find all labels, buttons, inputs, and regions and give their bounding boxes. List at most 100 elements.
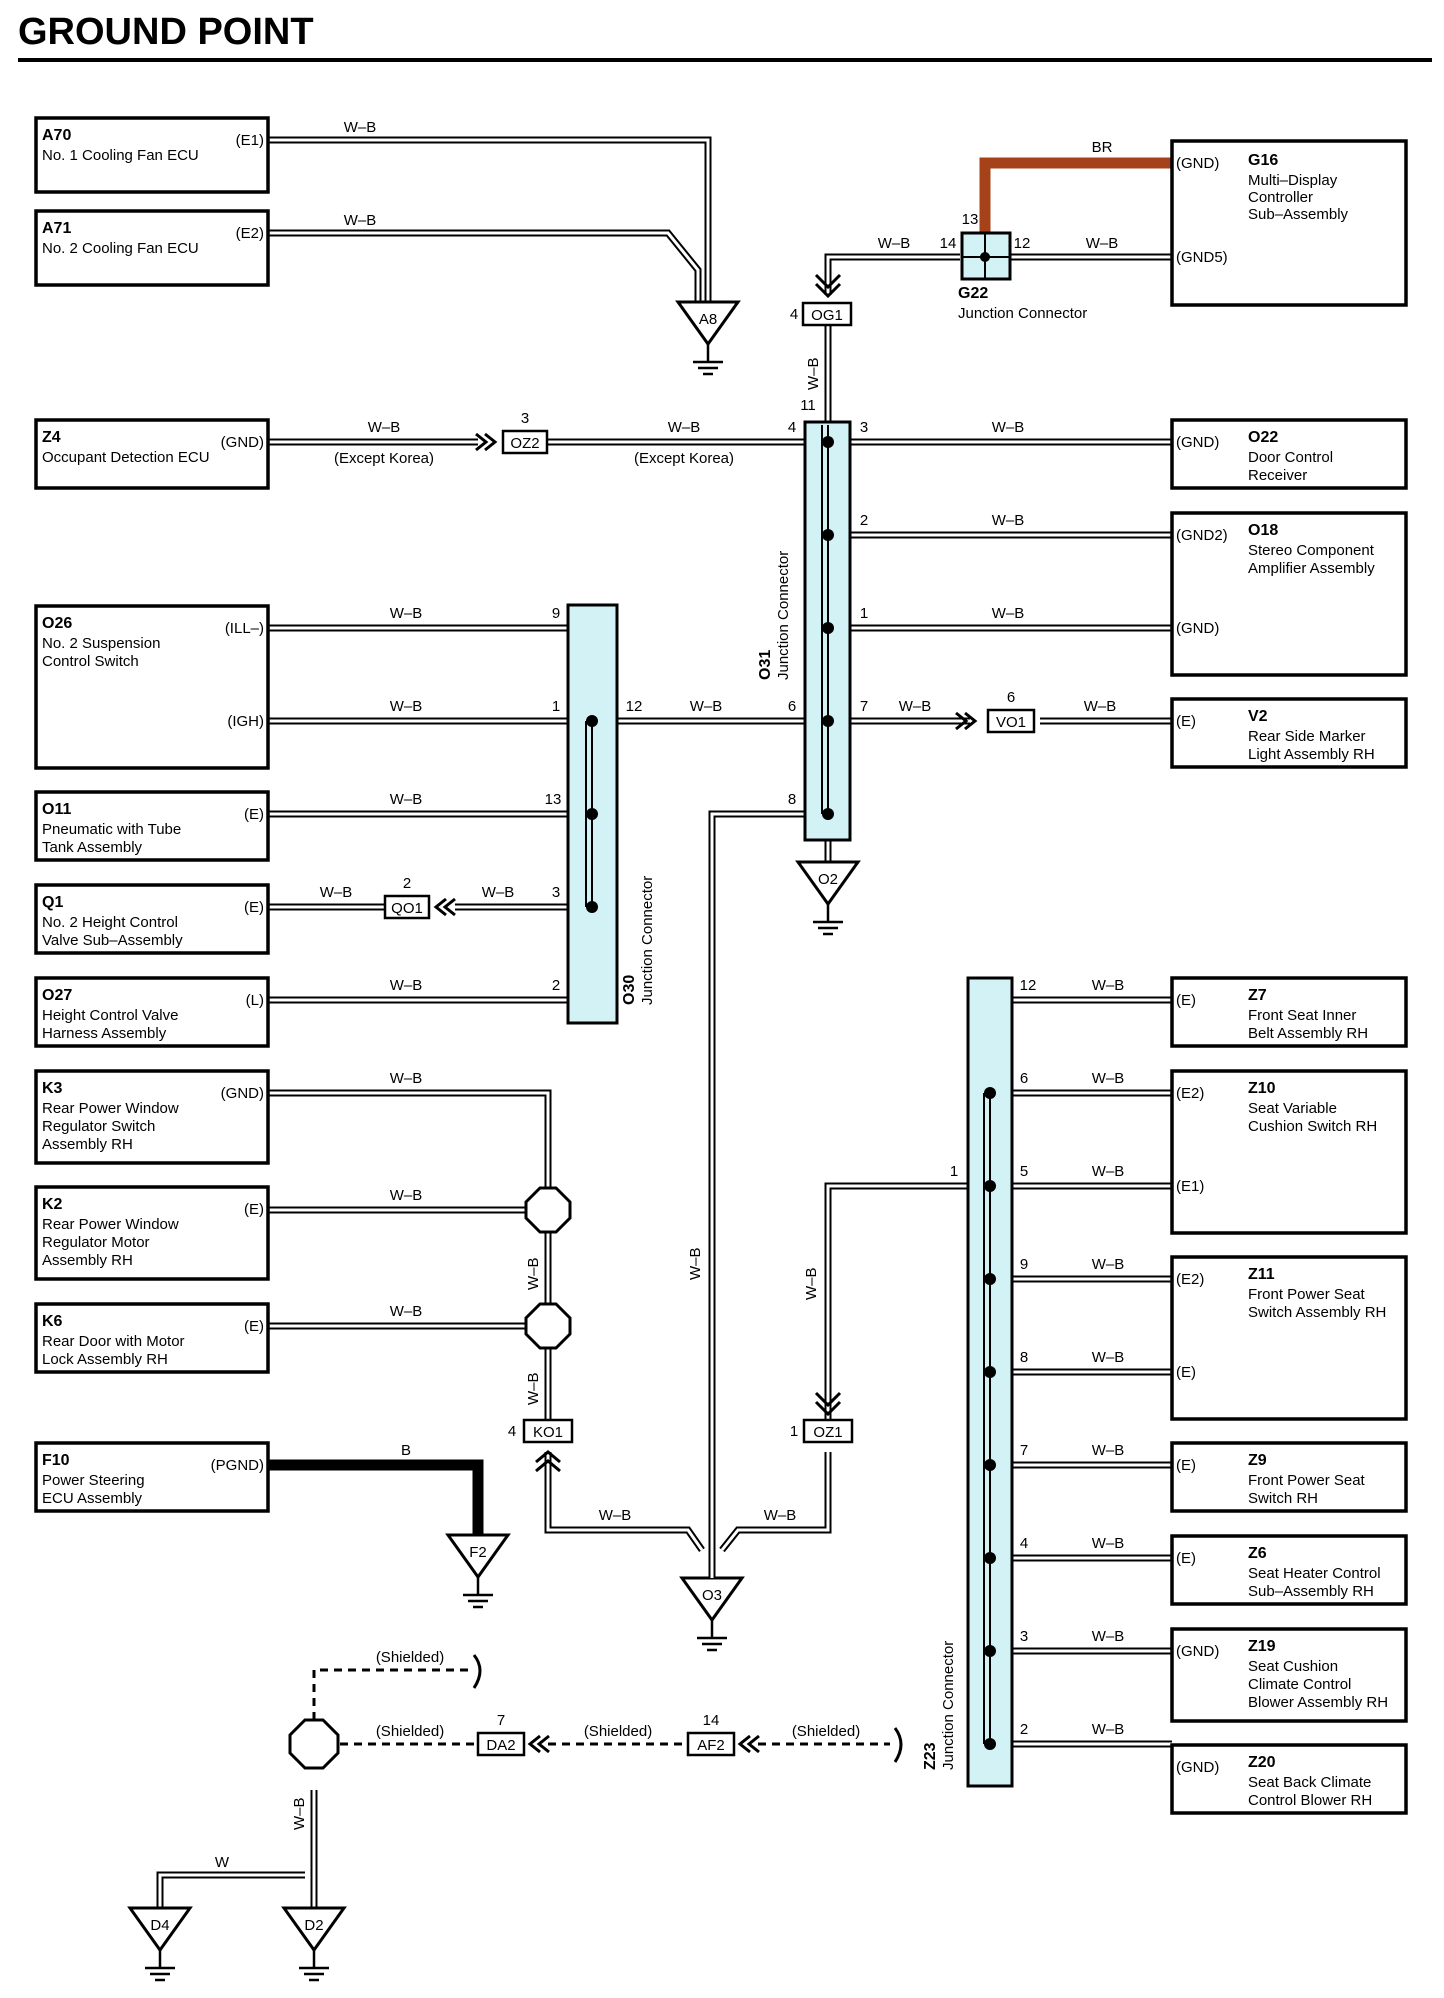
g22-code: G22 (958, 285, 988, 302)
svg-text:O26: O26 (42, 615, 72, 632)
svg-text:13: 13 (962, 211, 979, 228)
connector-og1 (801, 301, 853, 327)
svg-text:(Shielded): (Shielded) (376, 1723, 444, 1740)
svg-text:ECU Assembly: ECU Assembly (42, 1490, 143, 1507)
svg-text:(GND): (GND) (1176, 1643, 1219, 1660)
svg-text:(E): (E) (1176, 992, 1196, 1009)
shielded-lines (312, 1654, 903, 1763)
z23-label: Z23 Junction Connector (922, 1641, 957, 1770)
svg-text:(GND): (GND) (1176, 434, 1219, 451)
svg-text:3: 3 (860, 419, 868, 436)
svg-text:(E): (E) (1176, 713, 1196, 730)
connector-chevrons (433, 273, 978, 1754)
svg-text:Control Switch: Control Switch (42, 653, 139, 670)
svg-text:No. 2 Suspension: No. 2 Suspension (42, 635, 160, 652)
svg-text:KO1: KO1 (533, 1424, 563, 1441)
svg-text:F10: F10 (42, 1452, 70, 1469)
svg-text:W–B: W–B (687, 1247, 704, 1280)
svg-text:O27: O27 (42, 987, 72, 1004)
svg-text:Z20: Z20 (1248, 1754, 1276, 1771)
o31-label: O31 Junction Connector (757, 551, 792, 680)
connector-ko1 (522, 1418, 574, 1444)
svg-text:W–B: W–B (1092, 1442, 1125, 1459)
svg-text:OZ2: OZ2 (510, 435, 539, 452)
svg-text:W–B: W–B (482, 884, 515, 901)
connector-oz1 (802, 1418, 854, 1444)
component-z6: (E) Z6 Seat Heater Control Sub–Assembly … (1170, 1534, 1408, 1606)
svg-text:W–B: W–B (805, 357, 822, 390)
svg-text:W–B: W–B (1084, 698, 1117, 715)
svg-text:2: 2 (1020, 1721, 1028, 1738)
svg-text:V2: V2 (1248, 708, 1268, 725)
svg-text:Power Steering: Power Steering (42, 1472, 145, 1489)
wires (156, 136, 1172, 1908)
svg-text:(E): (E) (1176, 1457, 1196, 1474)
svg-text:3: 3 (552, 884, 560, 901)
svg-text:W–B: W–B (1092, 1721, 1125, 1738)
svg-text:(GND): (GND) (1176, 1759, 1219, 1776)
component-o27: O27 Height Control Valve Harness Assembl… (34, 976, 270, 1048)
svg-text:F2: F2 (469, 1544, 487, 1561)
splice-point (524, 1186, 572, 1234)
svg-text:(GND): (GND) (221, 1085, 264, 1102)
svg-text:Valve Sub–Assembly: Valve Sub–Assembly (42, 932, 183, 949)
svg-text:Q1: Q1 (42, 894, 63, 911)
svg-text:G16: G16 (1248, 152, 1278, 169)
svg-text:A8: A8 (699, 311, 717, 328)
svg-text:12: 12 (1020, 977, 1037, 994)
svg-text:6: 6 (1007, 689, 1015, 706)
svg-text:1: 1 (860, 605, 868, 622)
svg-text:W–B: W–B (368, 419, 401, 436)
svg-text:7: 7 (860, 698, 868, 715)
page-title: GROUND POINT (18, 11, 314, 53)
svg-text:A71: A71 (42, 220, 71, 237)
component-z11: (E2) (E) Z11 Front Power Seat Switch Ass… (1170, 1255, 1408, 1421)
svg-text:W–B: W–B (390, 1187, 423, 1204)
svg-text:1: 1 (790, 1423, 798, 1440)
svg-text:W–B: W–B (390, 977, 423, 994)
svg-text:W–B: W–B (390, 1070, 423, 1087)
connector-da2 (476, 1731, 526, 1757)
component-o22: (GND) O22 Door Control Receiver (1170, 418, 1408, 490)
svg-text:3: 3 (521, 410, 529, 427)
svg-text:QO1: QO1 (391, 900, 423, 917)
svg-text:W–B: W–B (668, 419, 701, 436)
svg-text:D2: D2 (304, 1917, 323, 1934)
svg-text:1: 1 (552, 698, 560, 715)
svg-text:(Shielded): (Shielded) (584, 1723, 652, 1740)
svg-text:Receiver: Receiver (1248, 467, 1307, 484)
svg-text:8: 8 (788, 791, 796, 808)
svg-text:6: 6 (788, 698, 796, 715)
svg-text:Front Power Seat: Front Power Seat (1248, 1472, 1366, 1489)
svg-text:W–B: W–B (878, 235, 911, 252)
svg-text:(E): (E) (1176, 1550, 1196, 1567)
svg-text:Light Assembly RH: Light Assembly RH (1248, 746, 1375, 763)
component-a70: A70 No. 1 Cooling Fan ECU (E1) (34, 116, 270, 194)
svg-text:13: 13 (545, 791, 562, 808)
svg-text:Amplifier Assembly: Amplifier Assembly (1248, 560, 1375, 577)
svg-text:W–B: W–B (1092, 1535, 1125, 1552)
svg-text:(Except Korea): (Except Korea) (334, 450, 434, 467)
svg-text:Seat Heater Control: Seat Heater Control (1248, 1565, 1381, 1582)
svg-text:W–B: W–B (291, 1797, 308, 1830)
component-z4: Z4 Occupant Detection ECU (GND) (34, 418, 270, 490)
svg-text:VO1: VO1 (996, 714, 1026, 731)
svg-text:O30: O30 (621, 975, 638, 1005)
inline-connectors: OG1 OZ2 VO1 QO1 KO1 OZ1 DA2 AF2 (383, 301, 1036, 1757)
svg-text:No. 2 Cooling Fan ECU: No. 2 Cooling Fan ECU (42, 240, 199, 257)
svg-text:12: 12 (1014, 235, 1031, 252)
svg-text:W–B: W–B (992, 419, 1025, 436)
svg-text:(E): (E) (244, 899, 264, 916)
component-z19: (GND) Z19 Seat Cushion Climate Control B… (1170, 1627, 1408, 1723)
svg-text:(GND): (GND) (1176, 620, 1219, 637)
svg-text:Seat Variable: Seat Variable (1248, 1100, 1337, 1117)
svg-text:B: B (401, 1442, 411, 1459)
svg-text:(PGND): (PGND) (211, 1457, 264, 1474)
svg-text:3: 3 (1020, 1628, 1028, 1645)
svg-text:(E): (E) (244, 1318, 264, 1335)
svg-text:(ILL–): (ILL–) (225, 620, 264, 637)
svg-text:Blower Assembly RH: Blower Assembly RH (1248, 1694, 1388, 1711)
svg-text:14: 14 (703, 1712, 720, 1729)
svg-text:Sub–Assembly RH: Sub–Assembly RH (1248, 1583, 1374, 1600)
